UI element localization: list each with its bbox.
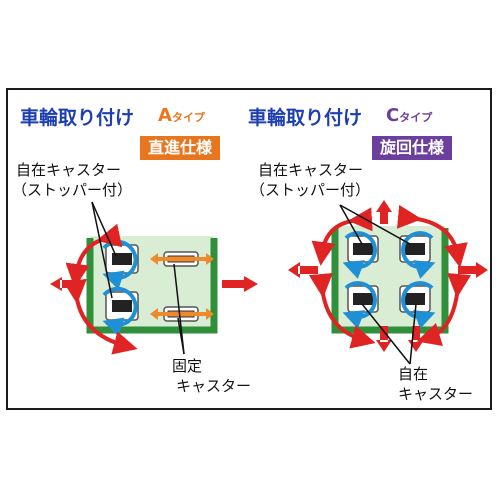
c-type-diagram xyxy=(288,200,488,365)
c-leader-free-2 xyxy=(409,303,417,365)
c-arrow-left xyxy=(288,262,318,278)
c-type-letter: C xyxy=(386,105,400,126)
a-arrow-left xyxy=(50,277,80,291)
a-type-letter: A xyxy=(158,105,172,126)
a-fixed-label-line2: キャスター xyxy=(176,377,252,395)
c-leader-free-1 xyxy=(361,303,411,365)
c-arrow-down xyxy=(376,326,392,352)
c-curve-bottom-right xyxy=(416,272,472,346)
a-type-label: Aタイプ xyxy=(158,105,205,127)
c-curve-bottom-left xyxy=(308,272,376,349)
a-swivel-caster-bottom xyxy=(102,286,139,337)
a-type-diagram xyxy=(50,201,258,355)
a-type-suffix: タイプ xyxy=(171,111,205,124)
a-leader-caster-1 xyxy=(91,201,117,257)
c-badge: 旋回仕様 xyxy=(372,136,453,160)
c-curve-top-left xyxy=(311,207,373,266)
a-fixed-caster-top xyxy=(150,251,214,267)
a-leader-fixed-1 xyxy=(173,263,185,355)
a-caster-label-line2: （ストッパー付） xyxy=(12,181,133,199)
a-swivel-caster-top xyxy=(102,239,139,290)
a-leader-fixed-2 xyxy=(177,317,185,355)
a-badge: 直進仕様 xyxy=(140,136,221,160)
c-caster-bottom-left xyxy=(342,281,379,329)
c-type-suffix: タイプ xyxy=(399,111,433,124)
a-title: 車輪取り付け xyxy=(20,107,135,129)
c-curve-top-right xyxy=(396,204,468,268)
c-arrow-up xyxy=(376,200,392,224)
a-fixed-label-line1: 固定 xyxy=(172,357,203,375)
a-arrow-right xyxy=(222,276,258,292)
c-caster-label-line2: （ストッパー付） xyxy=(250,181,371,199)
c-leader-caster-1 xyxy=(339,204,363,245)
c-arrow-right xyxy=(458,262,488,278)
c-caster-top-right xyxy=(399,231,436,279)
a-leader-caster-2 xyxy=(91,201,113,299)
c-caster-bottom-right xyxy=(399,281,436,329)
c-type-label: Cタイプ xyxy=(386,105,433,127)
c-leader-caster-2 xyxy=(339,204,411,245)
c-caster-top-left xyxy=(342,231,379,279)
a-fixed-caster-bottom xyxy=(150,306,214,322)
c-free-label-line2: キャスター xyxy=(398,385,474,403)
c-caster-label-line1: 自在キャスター xyxy=(258,161,364,179)
a-curve-bottom xyxy=(62,278,138,355)
c-title: 車輪取り付け xyxy=(248,107,363,129)
c-free-label-line1: 自在 xyxy=(398,365,429,383)
a-curve-top xyxy=(65,223,123,288)
a-caster-label-line1: 自在キャスター xyxy=(16,161,122,179)
